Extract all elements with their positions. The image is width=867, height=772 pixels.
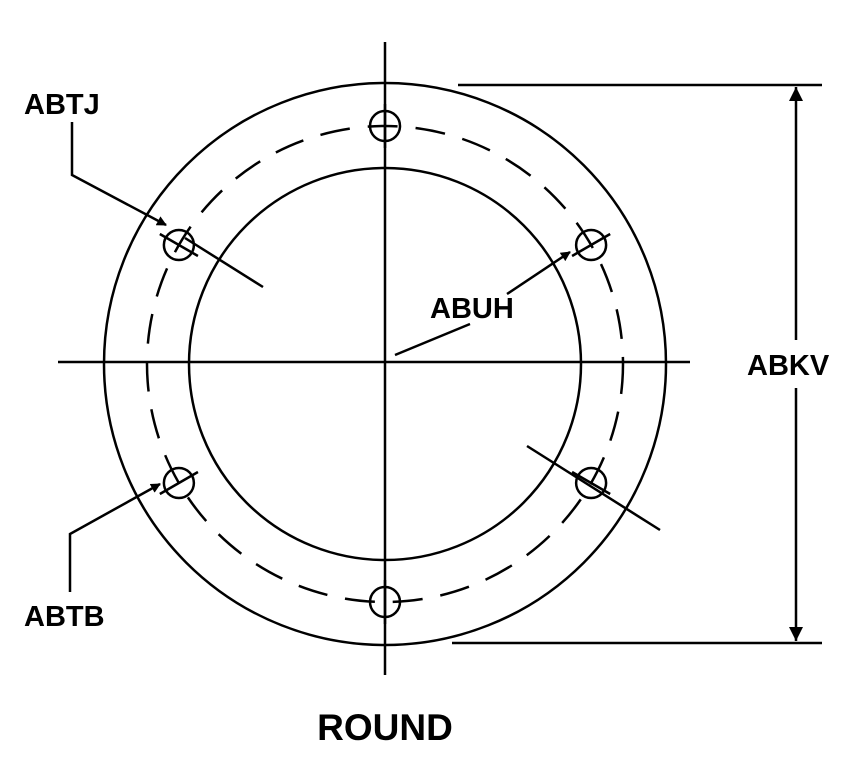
- bolt-hole-radial-line: [159, 232, 199, 258]
- bolt-hole-circle: [574, 228, 608, 262]
- abuh-label: ABUH: [430, 293, 514, 325]
- bolt-hole: [571, 466, 611, 500]
- abuh-leader-arrow: [506, 250, 571, 296]
- abtb-leader: [68, 482, 161, 592]
- construction-line-lower-right: [526, 444, 661, 532]
- bolt-hole-radial-line: [159, 470, 199, 496]
- bolt-holes: [159, 104, 611, 624]
- diagram-caption: ROUND: [317, 707, 453, 748]
- abtb-label: ABTB: [24, 601, 105, 633]
- bolt-hole-radial-line: [571, 232, 611, 258]
- construction-line-upper-left: [184, 236, 264, 289]
- abtj-leader: [70, 122, 167, 227]
- bolt-hole: [368, 580, 402, 624]
- abkv-label: ABKV: [747, 350, 830, 382]
- bolt-hole-circle: [162, 466, 196, 500]
- bolt-hole-radial-line: [571, 470, 611, 496]
- bolt-hole-circle: [574, 466, 608, 500]
- abuh-leader-center: [394, 322, 471, 357]
- abtj-label: ABTJ: [24, 89, 100, 121]
- bolt-hole: [571, 228, 611, 262]
- inner-circle: [187, 166, 583, 562]
- bolt-hole: [159, 466, 199, 500]
- outer-circle: [102, 81, 668, 647]
- bolt-hole: [368, 104, 402, 148]
- bolt-hole: [159, 228, 199, 262]
